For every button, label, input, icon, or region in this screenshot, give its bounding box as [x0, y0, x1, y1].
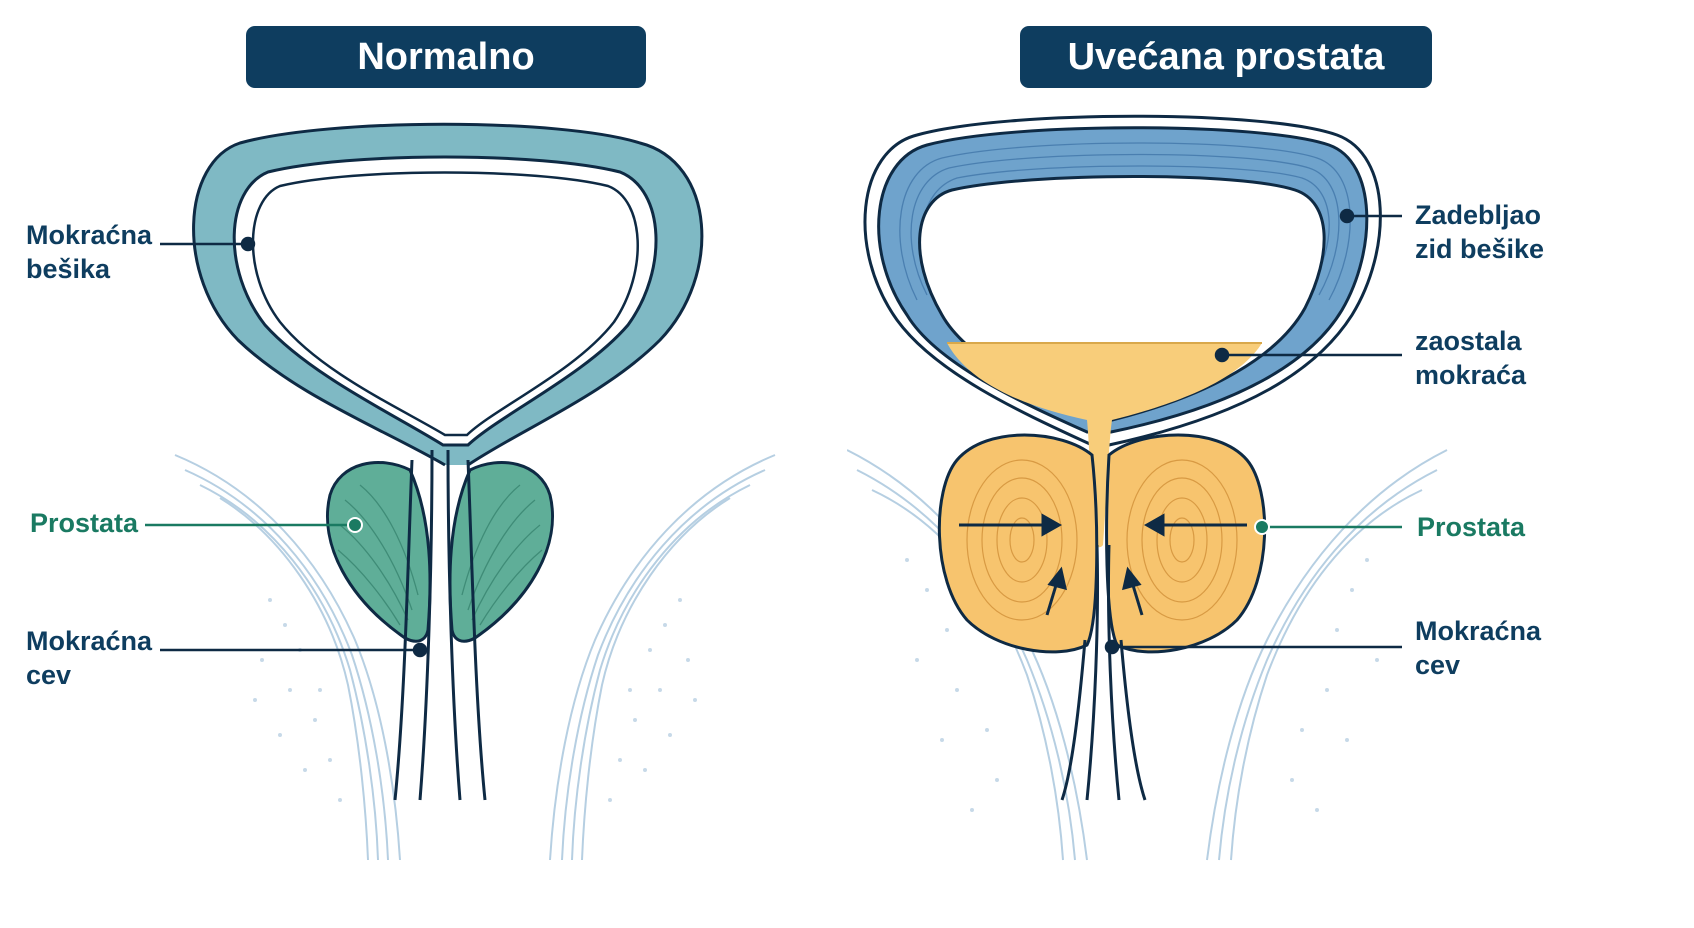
- residual-urine-label: zaostala mokraća: [1415, 326, 1527, 390]
- normal-prostate-leader: [145, 517, 363, 533]
- residual-urine: [947, 343, 1262, 548]
- tissue-dots: [905, 558, 1379, 812]
- normal-title: Normalno: [246, 26, 646, 88]
- normal-prostate: [325, 461, 555, 643]
- prostate-label: Prostata: [1417, 512, 1526, 542]
- enlarged-panel: Uvećana prostata: [847, 0, 1694, 928]
- enlarged-prostate: [937, 433, 1267, 654]
- enlarged-anatomy-illustration: [847, 114, 1448, 861]
- normal-panel: Normalno: [26, 26, 776, 861]
- normal-urethra: [393, 449, 487, 801]
- enlarged-leader-lines: [1104, 208, 1402, 655]
- enlarged-urethra: [1060, 544, 1147, 801]
- normal-bladder: [192, 122, 704, 467]
- prostate-label: Prostata: [30, 508, 139, 538]
- pelvic-tissue: [174, 454, 776, 861]
- urethra-label: Mokraćna cev: [1415, 616, 1542, 680]
- enlarged-bladder: [863, 114, 1382, 548]
- bladder-label: Mokraćna bešika: [26, 220, 153, 284]
- normal-leader-lines: [160, 236, 428, 658]
- enlarged-prostate-leader: [1254, 519, 1402, 535]
- normal-anatomy-illustration: [145, 122, 776, 861]
- bladder-wall-label: Zadebljao zid bešike: [1415, 200, 1545, 264]
- compression-arrows: [959, 513, 1247, 616]
- urethra-label: Mokraćna cev: [26, 626, 153, 690]
- enlarged-title: Uvećana prostata: [1020, 26, 1432, 88]
